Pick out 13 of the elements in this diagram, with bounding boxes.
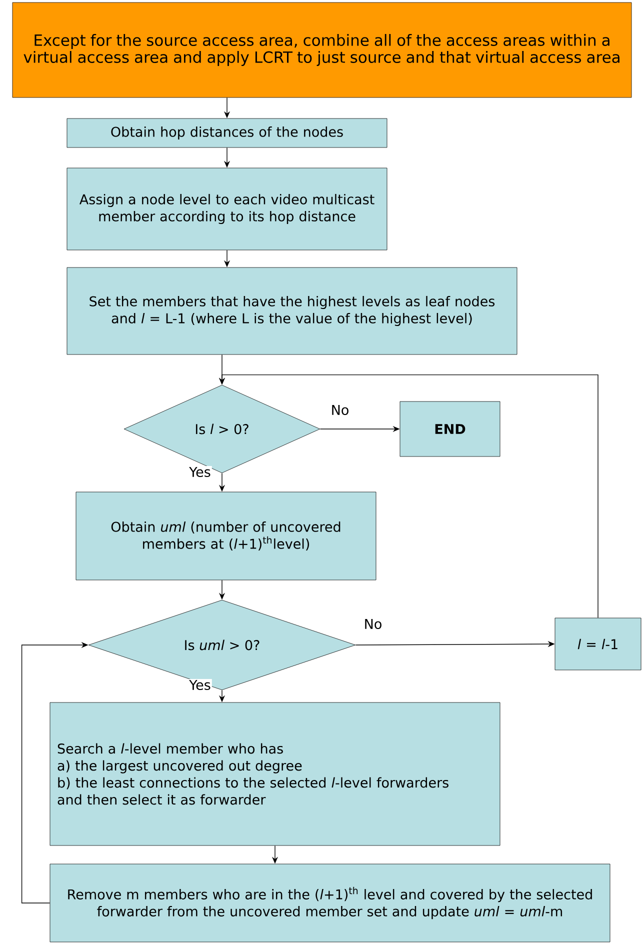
edge-label: Yes xyxy=(188,466,212,478)
process-box: Set the members that have the highest levels as leaf nodes and l = L-1 (where L is the value of the highest level) xyxy=(66,267,518,355)
process-box: Remove m members who are in the (l+1)$^{th}$ level and covered by the selected forwarder from the uncovered member set and update uml = uml-m xyxy=(50,864,610,942)
edge-label: No xyxy=(330,404,350,416)
process-box: Obtain hop distances of the nodes xyxy=(66,118,388,148)
process-box: Obtain uml (number of uncovered members at (l+1)$^{th}$level) xyxy=(76,492,376,580)
process-box: Assign a node level to each video multicast member according to its hop distance xyxy=(66,168,388,250)
edge-label: Yes xyxy=(188,678,212,691)
process-box: Search a l-level member who has a) the largest uncovered out degree b) the least connections to the selected l-level forwarders and then select it as forwarder xyxy=(50,702,500,846)
process-box: Except for the source access area, combine all of the access areas within a virtual access area and apply LCRT to just source and that virtual access area xyxy=(12,2,632,98)
edge-label: No xyxy=(362,618,384,630)
end-box: END xyxy=(400,401,500,457)
process-box: l = l-1 xyxy=(554,618,642,670)
